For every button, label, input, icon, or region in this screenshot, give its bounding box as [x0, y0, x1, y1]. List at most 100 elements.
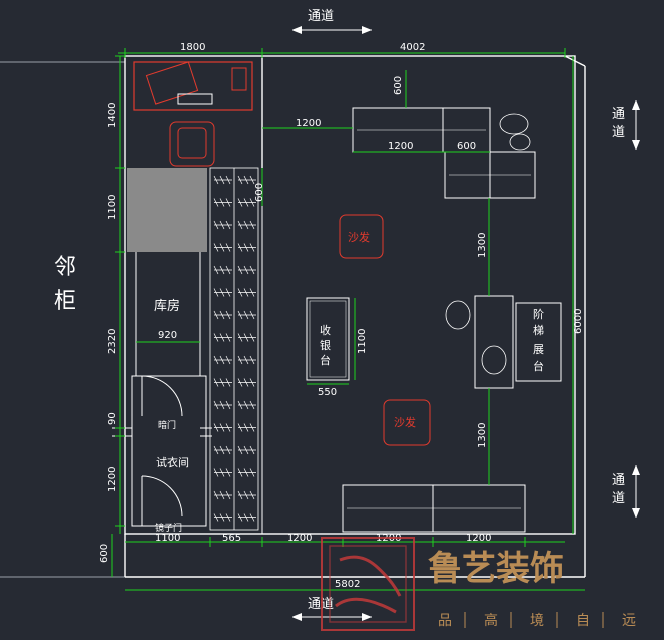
hanger-icon — [213, 423, 232, 432]
hanger-icon — [213, 513, 232, 522]
dim-1200-a: 1200 — [296, 118, 321, 129]
dim-shelf-600: 600 — [254, 183, 265, 202]
arrow-left-icon — [292, 26, 302, 34]
right-corridor-top: 通 道 — [612, 100, 640, 150]
arrow-right-icon — [362, 26, 372, 34]
dim-cashier-1100: 1100 — [357, 329, 368, 354]
mirror-door-label: 镜子门 — [155, 522, 182, 534]
hanger-icon — [213, 333, 232, 342]
lounge-chair-icon — [499, 113, 531, 151]
top-corridor: 通道 — [292, 9, 372, 34]
hanger-icon — [213, 243, 232, 252]
dim-1300-b: 1300 — [477, 423, 488, 448]
corridor-label-right-top-1: 通 — [612, 107, 625, 122]
dimension-lines — [111, 48, 585, 591]
cashier-counter — [306, 297, 350, 381]
dim-bottom-565: 565 — [222, 533, 241, 544]
brand-slogan-2: 高 — [484, 612, 498, 629]
dim-1300-a: 1300 — [477, 233, 488, 258]
dim-left-1100: 1100 — [107, 195, 118, 220]
sofa-2 — [383, 399, 431, 446]
outer-walls — [124, 55, 586, 578]
brand-name: 鲁艺装饰 — [428, 549, 564, 589]
dim-total: 5802 — [335, 579, 360, 590]
dark-door-label: 暗门 — [158, 419, 176, 431]
sofa-2-label: 沙发 — [394, 415, 416, 429]
hanger-icon — [213, 400, 232, 410]
hanger-icon — [213, 265, 232, 275]
dim-top-right: 4002 — [400, 42, 425, 53]
dim-bottom-1100: 1100 — [155, 533, 180, 544]
office-area — [133, 61, 253, 167]
hanger-icon — [213, 310, 232, 320]
hanger-icon — [213, 378, 232, 387]
neighbor-label-1: 邻 — [54, 255, 76, 280]
step-display-label-4: 台 — [533, 359, 544, 373]
neighbor-counter: 邻 柜 — [0, 61, 125, 578]
hanger-icon — [237, 175, 256, 185]
hanging-rack — [209, 167, 259, 531]
storage-filled-block — [127, 168, 207, 252]
phone-icon — [231, 67, 247, 91]
hanger-icon — [237, 513, 256, 522]
hanger-icon — [237, 490, 256, 500]
brand-slogan-5: 远 — [622, 613, 636, 629]
dim-600-v: 600 — [393, 76, 404, 95]
step-display-label-1: 阶 — [533, 307, 544, 321]
dim-left-1200: 1200 — [107, 467, 118, 492]
hanger-icon — [237, 468, 256, 477]
dim-top-left: 1800 — [180, 42, 205, 53]
dim-bottom-1200-c: 1200 — [466, 533, 491, 544]
hanger-icon — [213, 220, 232, 230]
hanger-icon — [237, 220, 256, 230]
mannequin-icon — [445, 300, 507, 375]
dim-left-600: 600 — [99, 544, 110, 563]
office-chair-icon — [169, 121, 215, 167]
brand-slogan-1: 品 — [438, 613, 452, 629]
hanger-icon — [237, 198, 256, 207]
hanger-icon — [237, 400, 256, 410]
corridor-label-top: 通道 — [308, 9, 334, 24]
dim-cashier-550: 550 — [318, 387, 337, 398]
arrow-up-icon — [632, 100, 640, 110]
hanger-icon — [237, 378, 256, 387]
cashier-label-2: 银 — [320, 338, 331, 352]
arrow-down-icon — [632, 508, 640, 518]
dim-bottom-1200-a: 1200 — [287, 533, 312, 544]
right-corridor-bottom: 通 道 — [612, 465, 640, 518]
keyboard-icon — [177, 93, 213, 105]
hanger-icon — [213, 445, 232, 455]
hanger-icon — [237, 333, 256, 342]
hanger-icon — [213, 490, 232, 500]
hanger-icon — [237, 445, 256, 455]
brand-slogan-3: 境 — [530, 613, 544, 629]
cashier-label-3: 台 — [320, 353, 331, 367]
hanger-icon — [237, 265, 256, 275]
slogan-dividers — [464, 612, 604, 628]
hanger-icon — [237, 355, 256, 365]
hanger-icon — [213, 355, 232, 365]
hanger-icon — [213, 175, 232, 185]
storage-label: 库房 — [154, 298, 180, 314]
dim-920: 920 — [158, 330, 177, 341]
hanger-icon — [237, 243, 256, 252]
step-display-label-2: 梯 — [533, 324, 544, 337]
hanger-icon — [237, 288, 256, 297]
brand-slogan-4: 自 — [576, 613, 590, 629]
storage-room — [135, 252, 201, 376]
hanger-icon — [213, 198, 232, 207]
hangers-group — [213, 175, 256, 522]
fitting-room — [112, 375, 212, 527]
hanger-icon — [213, 468, 232, 477]
hanger-icon — [237, 423, 256, 432]
hanger-icon — [237, 310, 256, 320]
display-shelves-top — [352, 107, 536, 199]
arrow-up-icon — [632, 465, 640, 475]
office-desk-outline — [133, 61, 253, 111]
dim-1200-b: 1200 — [388, 141, 413, 152]
arrow-right-icon — [362, 613, 372, 621]
neighbor-label-2: 柜 — [54, 289, 76, 314]
dim-left-90: 90 — [107, 412, 118, 425]
step-display-label-3: 展 — [533, 343, 544, 356]
